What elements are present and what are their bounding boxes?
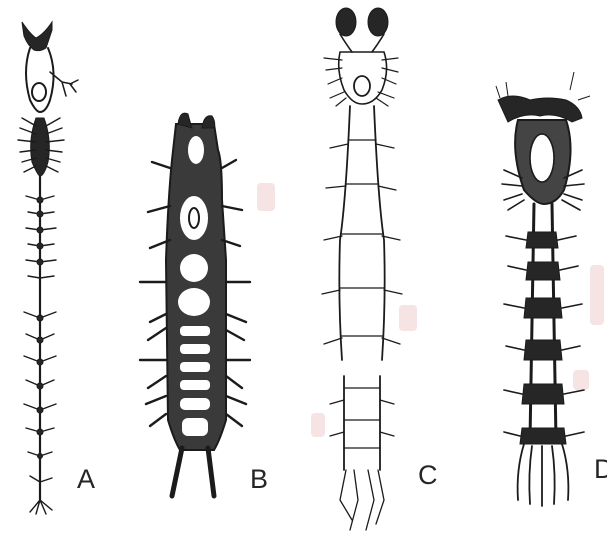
panel-d-label: D	[594, 454, 607, 484]
panel-a-drawing	[18, 22, 78, 514]
paper-stain	[590, 265, 604, 325]
paper-stain	[311, 413, 325, 437]
paper-stain	[573, 370, 589, 390]
panel-c-label: C	[418, 460, 438, 490]
paper-stain	[257, 183, 275, 211]
panel-c-drawing	[322, 8, 402, 530]
panel-d-drawing	[496, 72, 590, 506]
panel-b-drawing	[140, 113, 250, 496]
paper-stain	[399, 305, 417, 331]
panel-a-label: A	[77, 464, 95, 494]
panel-b-label: B	[250, 464, 268, 494]
